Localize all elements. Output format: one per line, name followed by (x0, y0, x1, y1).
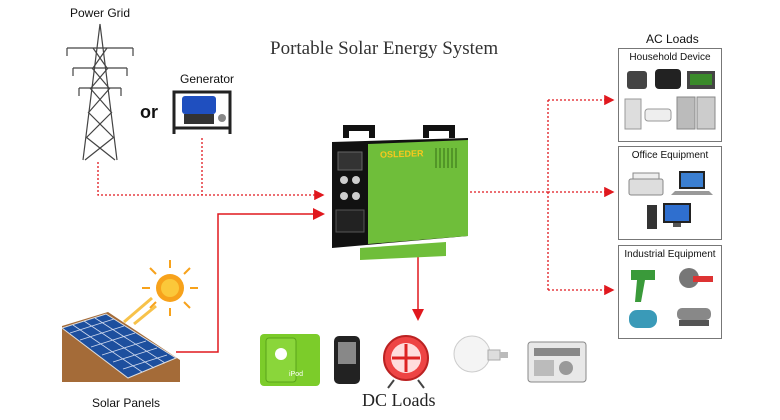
ipod-icon (260, 334, 320, 386)
solar-line (176, 208, 325, 353)
device-brand: OSLEDER (379, 148, 424, 160)
led-bulb-icon (453, 335, 508, 373)
ac-industrial-box: Industrial Equipment (618, 245, 722, 339)
ac-office-label: Office Equipment (631, 150, 709, 161)
generator-label: Generator (180, 72, 235, 86)
office-equipment-icon (628, 171, 713, 229)
ac-loads-title: AC Loads (646, 32, 699, 46)
ac-household-label: Household Device (629, 52, 711, 63)
solar-panels-label: Solar Panels (92, 396, 161, 410)
fan-icon (383, 335, 429, 389)
dc-loads-title: DC Loads (362, 390, 436, 410)
power-tower-icon (66, 23, 134, 161)
solar-panels-icon (62, 312, 180, 382)
sun-rays-icon (123, 296, 157, 326)
ipod-label: iPod (289, 371, 304, 378)
ac-industrial-label: Industrial Equipment (624, 249, 716, 260)
power-grid-label: Power Grid (70, 6, 131, 20)
radio-icon (527, 341, 587, 383)
dc-loads-images (260, 334, 587, 389)
household-appliances-icon (624, 69, 716, 130)
sun-icon (142, 260, 198, 316)
or-label: or (140, 102, 158, 122)
phone-icon (334, 336, 360, 384)
industrial-equipment-icon (629, 268, 713, 328)
solar-generator-device (332, 125, 468, 260)
ac-household-box: Household Device (618, 48, 722, 142)
ac-office-box: Office Equipment (618, 146, 722, 240)
generator-icon (172, 90, 232, 134)
diagram-title: Portable Solar Energy System (270, 38, 499, 59)
grid-line (97, 162, 325, 201)
